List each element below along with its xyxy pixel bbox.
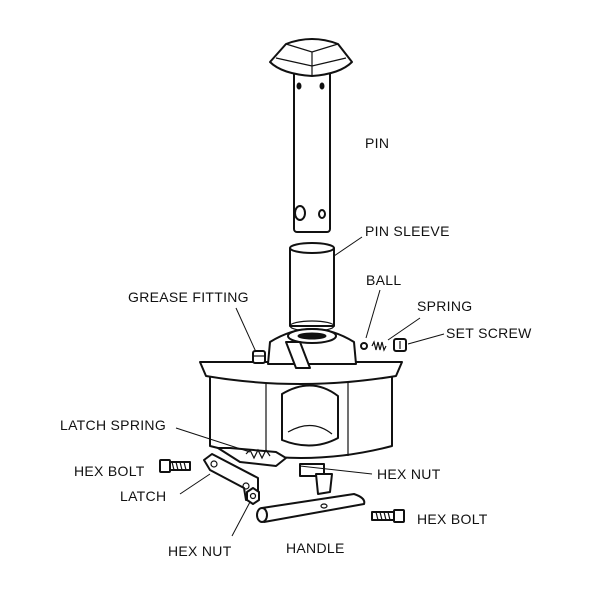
grease-fitting-part xyxy=(252,350,266,364)
hex-bolt-left-part xyxy=(159,459,191,473)
label-latch: LATCH xyxy=(120,488,166,504)
label-pin: PIN xyxy=(365,135,389,151)
label-spring: SPRING xyxy=(417,298,472,314)
label-hex-nut-right: HEX NUT xyxy=(377,466,441,482)
pin-sleeve-part xyxy=(289,242,335,332)
pin-part xyxy=(269,38,353,233)
set-screw-part xyxy=(393,338,407,352)
label-hex-bolt-right: HEX BOLT xyxy=(417,511,488,527)
label-handle: HANDLE xyxy=(286,540,345,556)
label-hex-nut-bottom: HEX NUT xyxy=(168,543,232,559)
hex-nut-bottom-part xyxy=(246,487,260,505)
label-set-screw: SET SCREW xyxy=(446,325,532,341)
label-hex-bolt-left: HEX BOLT xyxy=(74,463,145,479)
leader-lines xyxy=(175,236,445,537)
spring-part xyxy=(371,340,387,352)
label-ball: BALL xyxy=(366,272,401,288)
label-pin-sleeve: PIN SLEEVE xyxy=(365,223,450,239)
housing-part xyxy=(199,328,403,477)
hex-bolt-right-part xyxy=(371,509,405,523)
label-grease-fitting: GREASE FITTING xyxy=(128,289,249,305)
latch-spring-part xyxy=(245,448,271,460)
handle-part xyxy=(256,473,366,523)
ball-part xyxy=(360,342,368,350)
label-latch-spring: LATCH SPRING xyxy=(60,417,166,433)
